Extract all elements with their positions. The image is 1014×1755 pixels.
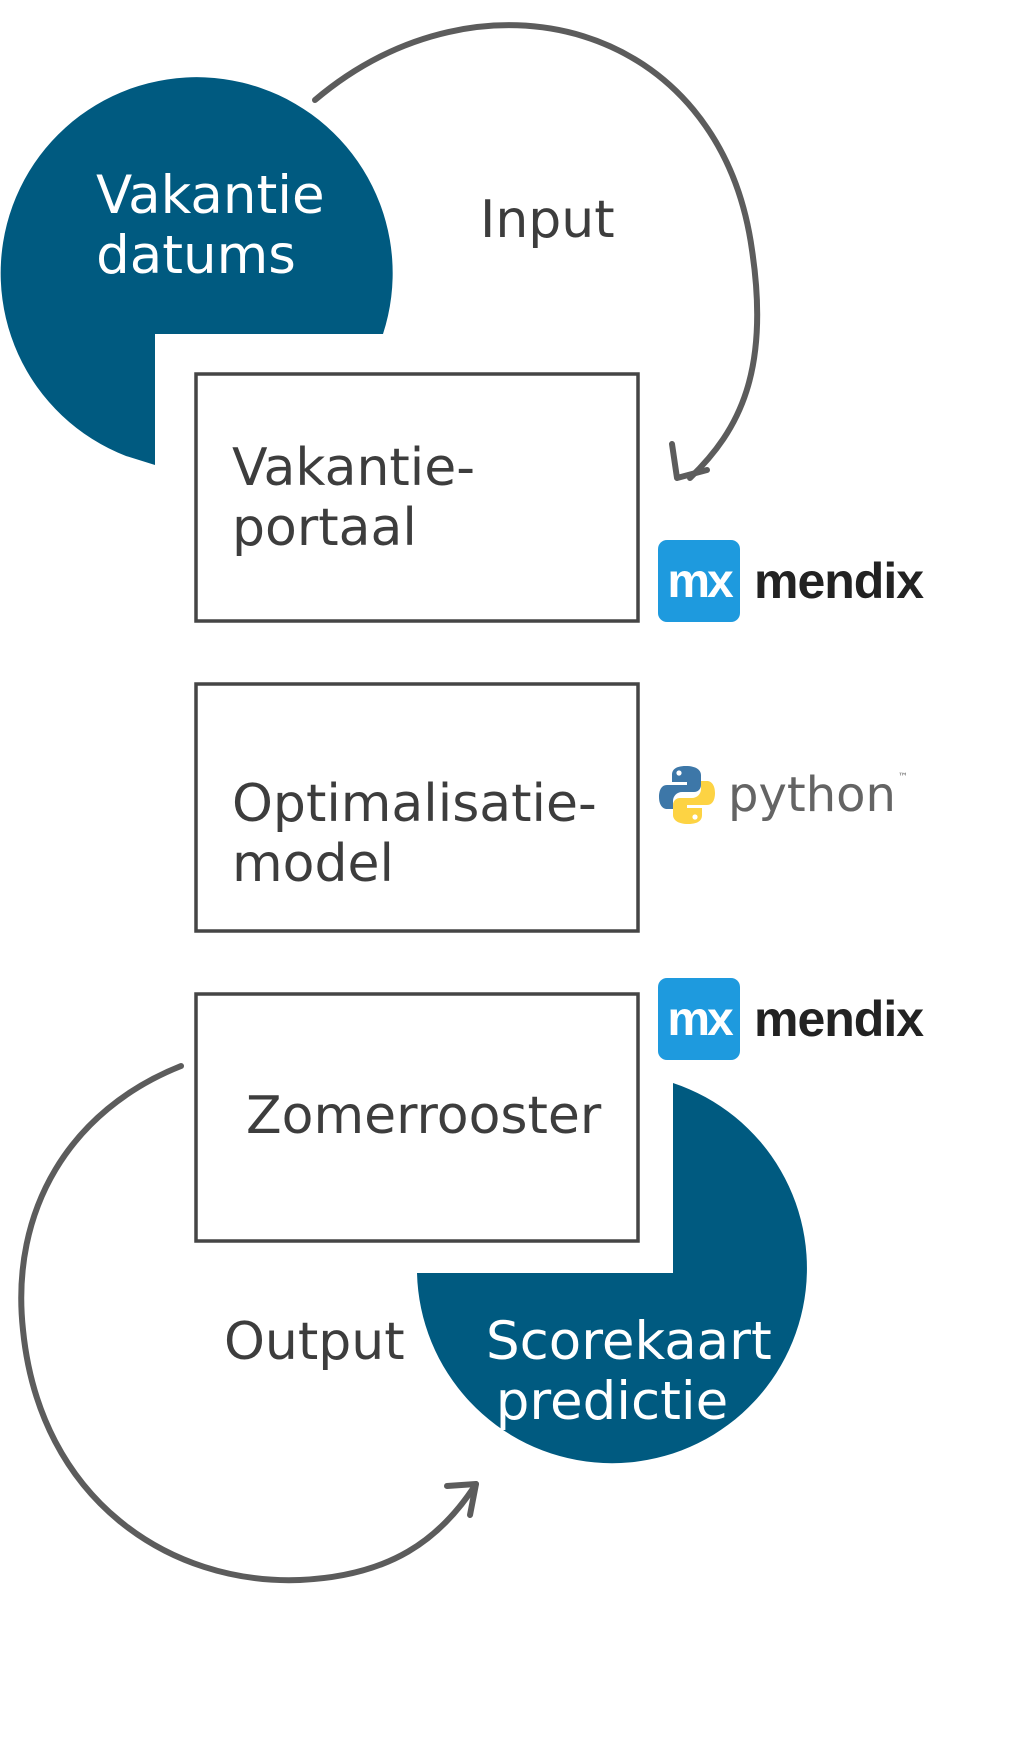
python-logo: python ™ [658,764,908,826]
mendix-logo-top: mx mendix [658,540,924,622]
bubble-top-shape [0,77,393,465]
bubble-bottom-text: Scorekaart predictie [486,1311,772,1432]
mendix-wordmark: mendix [754,991,924,1047]
mendix-mx-icon: mx [658,978,740,1060]
box-zomerrooster-text: Zomerrooster [246,1086,601,1146]
bubble-bottom-line-1: Scorekaart [486,1311,772,1372]
bubble-top-line-1: Vakantie [96,165,325,226]
mendix-tile-text: mx [667,992,733,1046]
box-optimalisatiemodel [194,682,640,933]
box-zomerrooster-line-1: Zomerrooster [246,1086,602,1146]
box-optimalisatiemodel-line-1: Optimalisatie- [232,774,597,834]
bubble-top-line-2: datums [96,225,296,286]
box-vakantieportaal-line-1: Vakantie- [232,438,476,498]
mendix-tile-text: mx [667,554,733,608]
mendix-logo-bottom: mx mendix [658,978,924,1060]
bubble-top-text: Vakantie datums [96,165,325,286]
box-vakantieportaal-line-2: portaal [232,498,417,558]
mendix-wordmark: mendix [754,553,924,609]
mendix-mx-icon: mx [658,540,740,622]
output-label: Output [224,1312,405,1372]
bubble-bottom-line-2: predictie [495,1371,729,1432]
python-snakes-icon [659,766,715,824]
input-label: Input [480,190,615,250]
box-optimalisatiemodel-line-2: model [232,834,394,894]
python-wordmark: python [728,767,896,823]
input-arrowhead [669,441,710,481]
box-optimalisatiemodel-text: Optimalisatie- model [232,774,597,894]
box-zomerrooster [194,992,640,1243]
input-arc [312,22,761,481]
python-trademark: ™ [897,771,908,783]
bubble-bottom-shape [417,1083,807,1464]
box-vakantieportaal-text: Vakantie- portaal [232,438,475,558]
output-arrowhead [444,1481,479,1518]
box-vakantieportaal [194,372,640,623]
output-arc [18,1063,479,1584]
